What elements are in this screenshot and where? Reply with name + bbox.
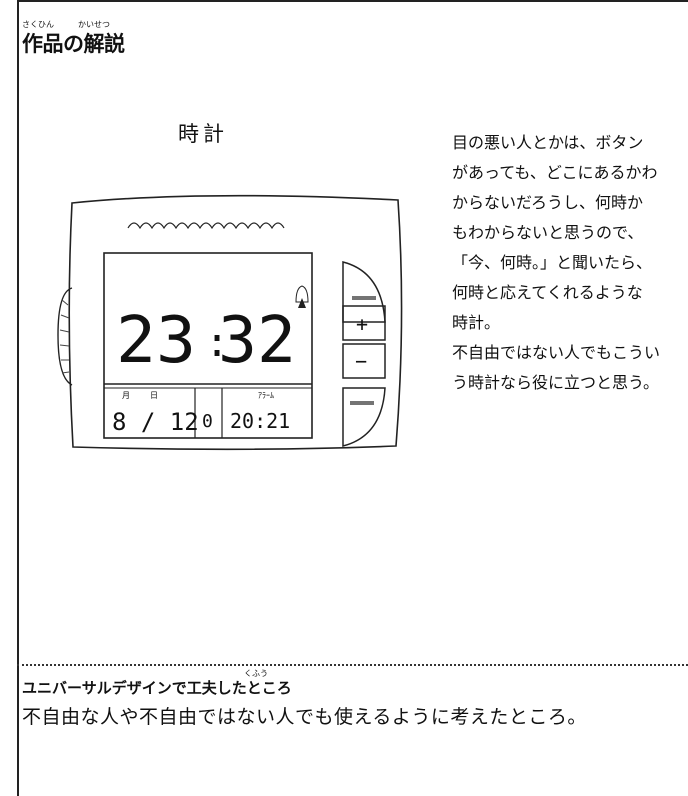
month-label: 月: [122, 391, 130, 400]
explanation-line: 目の悪い人とかは、ボタン: [452, 133, 644, 152]
explanation-line: からないだろうし、何時か: [452, 193, 644, 212]
weekday-display: 0: [202, 411, 213, 432]
svg-text:+: +: [356, 312, 368, 336]
speaker-grille: [127, 222, 285, 230]
explanation-line: もわからないと思うので、: [452, 223, 644, 242]
explanation-line: 何時と応えてくれるような: [452, 283, 643, 302]
explanation-text: 目の悪い人とかは、ボタン があっても、どこにあるかわ からないだろうし、何時か …: [452, 128, 688, 398]
bottom-arc-button: [342, 387, 386, 447]
universal-design-heading: くふう ユニバーサルデザインで工夫したところ: [22, 669, 292, 698]
svg-text:−: −: [355, 349, 367, 373]
time-colon: :: [205, 320, 229, 366]
explanation-line: う時計なら役に立つと思う。: [452, 373, 660, 392]
explanation-line: 時計。: [452, 313, 501, 332]
page-title: さくひん かいせつ 作品の解説: [22, 20, 125, 58]
bell-icon: [295, 285, 309, 303]
explanation-line: 不自由ではない人でもこうい: [452, 343, 661, 362]
time-hour: 23: [116, 304, 196, 378]
clock-body: [68, 194, 403, 451]
explanation-line: 「今、何時。」と聞いたら、: [452, 253, 653, 272]
time-minute: 32: [218, 304, 296, 378]
minus-button: [342, 343, 386, 379]
plus-button: [342, 305, 386, 341]
title-ruby-sakuhin: さくひん: [22, 20, 54, 29]
side-speaker: [57, 287, 73, 386]
title-ruby-kaisetsu: かいせつ: [78, 20, 110, 29]
universal-design-text: 不自由な人や不自由ではない人でも使えるように考えたところ。: [22, 706, 587, 728]
work-name: 時計: [178, 122, 228, 146]
heading-text: ユニバーサルデザインで工夫したところ: [22, 679, 292, 697]
heading-ruby-kufuu: くふう: [244, 669, 268, 678]
explanation-line: があっても、どこにあるかわ: [452, 163, 658, 182]
display-screen: [103, 252, 313, 439]
section-divider: [17, 664, 688, 666]
date-display: 8 / 12: [112, 408, 199, 436]
title-text: 作品の解説: [22, 32, 125, 56]
worksheet: [17, 0, 688, 796]
alarm-time: 20:21: [230, 409, 290, 433]
alarm-label: ｱﾗｰﾑ: [258, 391, 274, 400]
day-label: 日: [150, 391, 158, 400]
